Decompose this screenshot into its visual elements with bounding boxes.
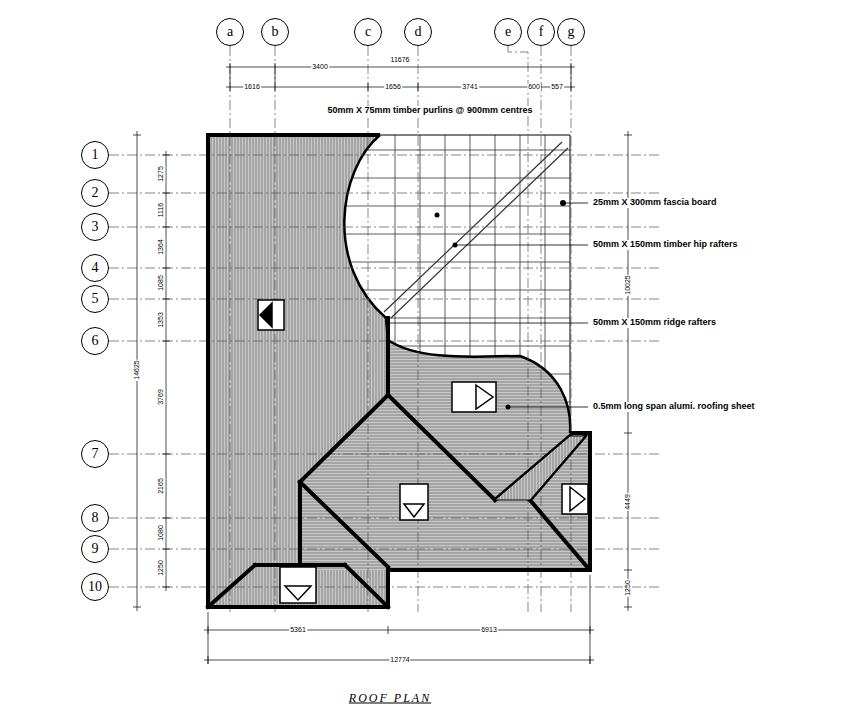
grid-bubble: 1	[81, 141, 109, 169]
grid-bubble: a	[216, 18, 244, 46]
dimension-text: 1116	[157, 202, 165, 219]
grid-bubble: 8	[81, 504, 109, 532]
dimension-text: 5361	[289, 626, 307, 634]
grid-label: 1	[92, 148, 99, 162]
grid-label: 8	[92, 511, 99, 525]
spec-note: 25mm X 300mm fascia board	[592, 198, 718, 208]
grid-label: c	[365, 25, 371, 39]
dimension-text: 4449	[624, 493, 632, 511]
grid-bubble: 5	[81, 285, 109, 313]
grid-bubble: e	[494, 18, 522, 46]
grid-bubble: 9	[81, 535, 109, 563]
grid-bubble: 2	[81, 179, 109, 207]
grid-bubble: 4	[81, 254, 109, 282]
dimension-text: 3741	[461, 83, 479, 91]
dimension-text: 6913	[480, 626, 498, 634]
dimension-text: 10025	[624, 274, 632, 295]
dimension-text: 14625	[133, 359, 141, 380]
grid-bubble: g	[557, 18, 585, 46]
dimension-text: 1616	[243, 83, 261, 91]
grid-label: 4	[92, 261, 99, 275]
grid-label: 2	[92, 186, 99, 200]
grid-label: 5	[92, 292, 99, 306]
dimension-text: 1656	[384, 83, 402, 91]
dimension-text: 557	[550, 83, 564, 91]
dimension-text: 12774	[389, 656, 410, 664]
spec-note: 0.5mm long span alumi. roofing sheet	[592, 402, 756, 412]
grid-bubble: c	[354, 18, 382, 46]
dimension-text: 1353	[157, 311, 165, 329]
grid-bubble: d	[404, 18, 432, 46]
dimension-text: 1364	[157, 238, 165, 256]
dimension-text: 600	[527, 83, 541, 91]
grid-label: 10	[88, 580, 102, 594]
grid-bubble: b	[261, 18, 289, 46]
dimension-text: 1275	[157, 165, 165, 183]
grid-label: f	[539, 25, 544, 39]
grid-bubble: 7	[81, 440, 109, 468]
grid-label: d	[415, 25, 422, 39]
spec-note: 50mm X 150mm timber hip rafters	[592, 240, 739, 250]
dimension-text: 3400	[311, 63, 329, 71]
dimension-text: 1250	[624, 579, 632, 597]
grid-label: 6	[92, 334, 99, 348]
grid-label: b	[272, 25, 279, 39]
grid-label: e	[505, 25, 511, 39]
dimension-text: 1250	[157, 559, 165, 577]
spec-note: 50mm X 150mm ridge rafters	[592, 318, 717, 328]
dimension-text: 11676	[390, 56, 411, 64]
dimension-text: 2165	[157, 477, 165, 495]
drawing-caption: ROOF PLAN	[349, 691, 431, 706]
spec-note: 50mm X 75mm timber purlins @ 900mm centr…	[327, 106, 534, 116]
grid-bubble: 10	[81, 573, 109, 601]
dimension-text: 1085	[157, 274, 165, 292]
grid-label: g	[568, 25, 575, 39]
dimension-text: 3769	[157, 388, 165, 406]
grid-bubble: 3	[81, 213, 109, 241]
grid-label: 7	[92, 447, 99, 461]
grid-bubble: 6	[81, 327, 109, 355]
grid-label: 9	[92, 542, 99, 556]
grid-bubble: f	[527, 18, 555, 46]
grid-label: a	[227, 25, 233, 39]
dimension-text: 1080	[157, 524, 165, 542]
grid-label: 3	[92, 220, 99, 234]
